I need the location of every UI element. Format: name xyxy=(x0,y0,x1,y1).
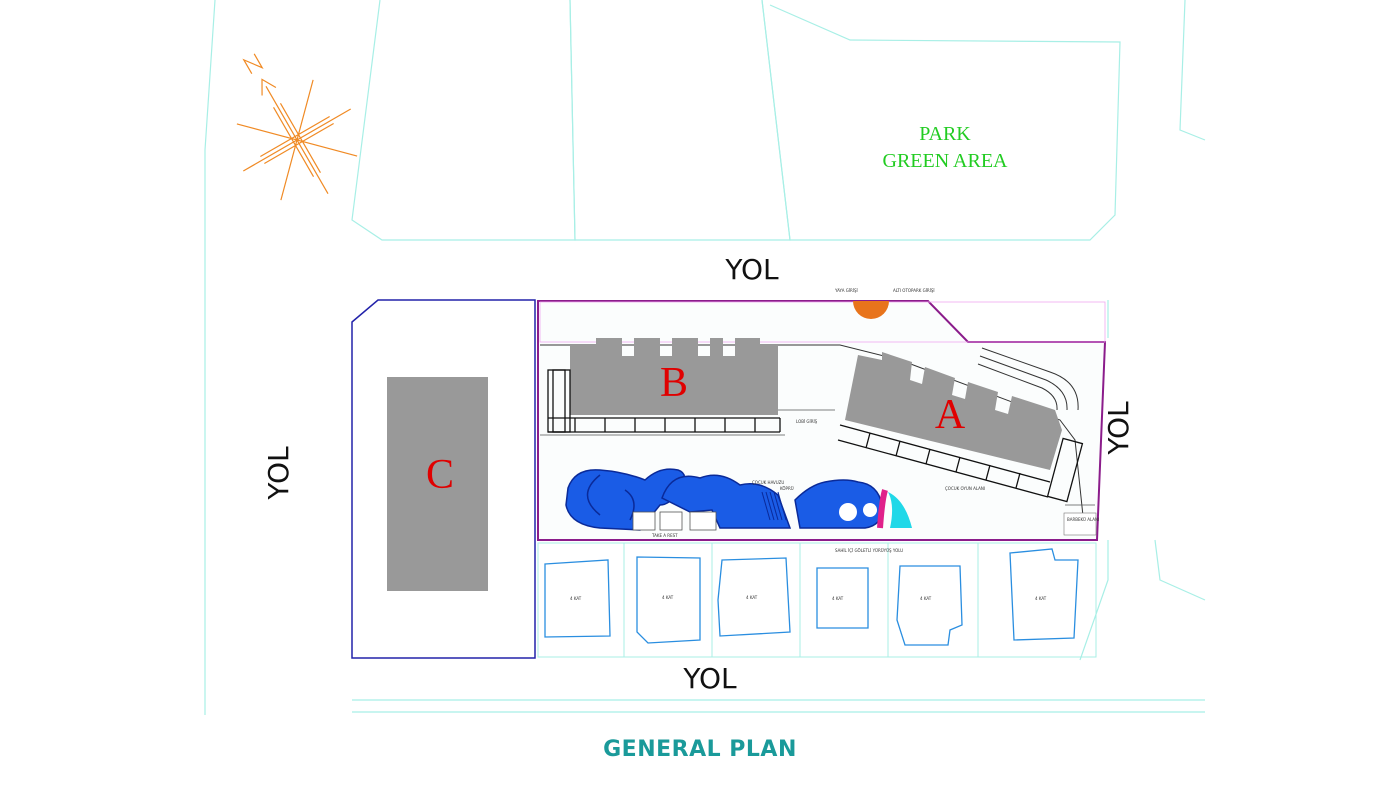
block-b: B xyxy=(547,338,781,433)
park-label-line2: GREEN AREA xyxy=(883,150,1009,172)
playground-label: ÇOCUK OYUN ALANI xyxy=(945,486,985,491)
block-a-balconies xyxy=(837,424,1084,503)
pool-label-2: KÖPRÜ xyxy=(780,486,794,491)
pool-stairs xyxy=(761,491,787,521)
top-strip xyxy=(539,301,1106,343)
block-c-building xyxy=(387,377,488,591)
pool-label-1: ÇOCUK HAVUZU xyxy=(752,480,784,485)
plot-tag: 4 KAT xyxy=(746,595,758,600)
bbq-label: BARBEKÜ ALANI xyxy=(1067,517,1099,522)
road-label-left: YOL xyxy=(262,446,295,501)
road-label-right: YOL xyxy=(1102,401,1135,456)
garden-label: TAKE A REST xyxy=(651,533,678,538)
pool-island-2 xyxy=(863,503,877,517)
pool-deck-3 xyxy=(689,511,717,531)
plot-buildings xyxy=(544,548,1079,646)
kids-pool-arcs xyxy=(877,489,888,529)
middle-pool xyxy=(661,474,792,529)
parking-ramp xyxy=(977,347,1079,411)
context-parcels xyxy=(204,0,1206,715)
entrance-label-right: ALTI OTOPARK GİRİŞİ xyxy=(893,288,935,293)
plot-tag: 4 KAT xyxy=(832,596,844,601)
pool-deck-1 xyxy=(632,511,656,531)
entrance-label-left: YAYA GİRİŞİ xyxy=(834,288,858,293)
block-c-label: C xyxy=(426,452,454,498)
plot-tag: 4 KAT xyxy=(1035,596,1047,601)
plots-row xyxy=(537,542,1097,658)
pool-island-1 xyxy=(839,503,857,521)
block-b-balconies xyxy=(547,369,781,433)
block-a: A xyxy=(837,352,1084,503)
pool-deck-2 xyxy=(659,511,683,531)
lobby-label: LOBİ GİRİŞ xyxy=(796,419,818,424)
road-label-top: YOL xyxy=(724,253,779,286)
bbq-box xyxy=(1063,512,1097,536)
block-a-label: A xyxy=(935,392,966,438)
entrance-marker-icon xyxy=(853,301,889,319)
plan-title: GENERAL PLAN xyxy=(603,737,797,762)
internal-road-edge xyxy=(540,409,1095,506)
plot-tag: 4 KAT xyxy=(570,596,582,601)
block-a-building xyxy=(845,352,1062,470)
north-compass-icon xyxy=(236,53,358,201)
block-b-label: B xyxy=(660,360,688,406)
block-b-building xyxy=(570,338,778,415)
plot-tag: 4 KAT xyxy=(662,595,674,600)
park-label-line1: PARK xyxy=(919,123,971,145)
plot-tags: 4 KAT 4 KAT 4 KAT 4 KAT 4 KAT 4 KAT xyxy=(570,595,1047,601)
main-pool xyxy=(565,468,686,531)
pool-area: ÇOCUK HAVUZU KÖPRÜ TAKE A REST xyxy=(565,468,912,538)
plots-strip-label: SAHİL İÇİ GÖLETLİ YÜRÜYÜŞ YOLU xyxy=(835,548,903,553)
road-label-bottom: YOL xyxy=(682,662,737,695)
plot-tag: 4 KAT xyxy=(920,596,932,601)
